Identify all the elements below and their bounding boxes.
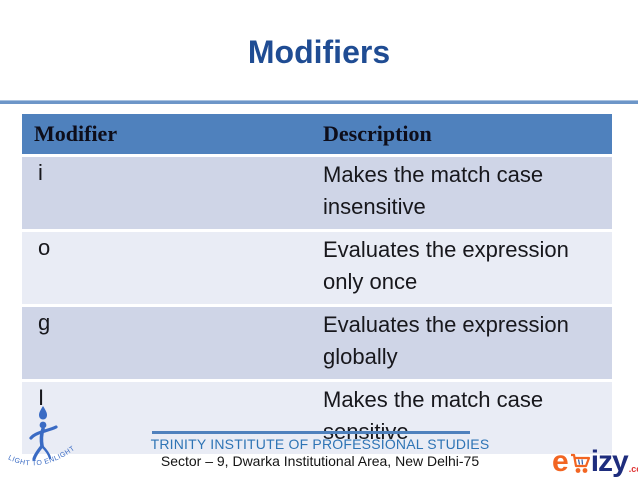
table-row: o Evaluates the expression only once bbox=[22, 232, 612, 304]
ebizy-logo: e izy .com bbox=[552, 441, 638, 477]
table-header-modifier: Modifier bbox=[34, 121, 118, 146]
modifier-cell: g bbox=[38, 310, 51, 335]
slide-title: Modifiers bbox=[247, 34, 391, 70]
description-cell: Makes the match case insensitive bbox=[323, 162, 544, 219]
ebizy-logo-e: e bbox=[552, 445, 569, 478]
modifiers-table: Modifier Description i Makes the match c… bbox=[22, 114, 612, 454]
footer-address: Sector – 9, Dwarka Institutional Area, N… bbox=[160, 453, 480, 469]
trinity-institute-logo: LIGHT TO ENLIGHTEN bbox=[4, 402, 76, 467]
description-cell: Makes the match case sensitive bbox=[323, 387, 544, 444]
ebizy-logo-com: .com bbox=[628, 464, 638, 474]
dancer-figure bbox=[29, 421, 58, 461]
ebizy-logo-izy: izy bbox=[590, 445, 629, 478]
footer-institute-name: TRINITY INSTITUTE OF PROFESSIONAL STUDIE… bbox=[150, 436, 490, 452]
table-row: g Evaluates the expression globally bbox=[22, 307, 612, 379]
table-header-row: Modifier Description bbox=[22, 114, 612, 154]
title-divider bbox=[0, 100, 638, 104]
flame-icon bbox=[39, 406, 47, 420]
modifier-cell: I bbox=[38, 385, 45, 410]
modifier-cell: i bbox=[38, 160, 43, 185]
table-row: i Makes the match case insensitive bbox=[22, 157, 612, 229]
description-cell: Evaluates the expression globally bbox=[323, 312, 569, 369]
table-row: I Makes the match case sensitive bbox=[22, 382, 612, 454]
table-header-description: Description bbox=[323, 121, 432, 146]
description-cell: Evaluates the expression only once bbox=[323, 237, 569, 294]
modifier-cell: o bbox=[38, 235, 51, 260]
shopping-cart-icon bbox=[570, 453, 590, 473]
footer-divider bbox=[152, 431, 470, 434]
